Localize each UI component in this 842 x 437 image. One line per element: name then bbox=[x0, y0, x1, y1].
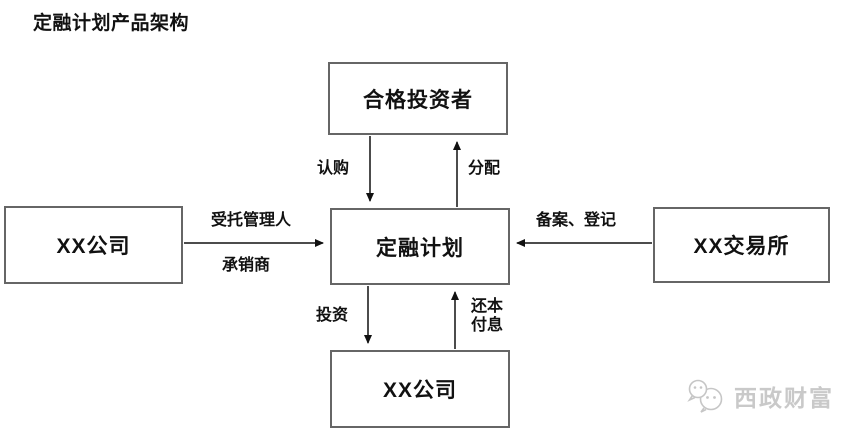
watermark: 西政财富 bbox=[685, 379, 834, 413]
node-label: XX交易所 bbox=[693, 235, 790, 258]
node-exchange: XX交易所 bbox=[653, 207, 830, 283]
edge-label-repay-line1: 还本 bbox=[471, 298, 504, 315]
edge-label-repay: 还本 付息 bbox=[471, 297, 503, 335]
edge-label-distribute: 分配 bbox=[468, 160, 501, 177]
wechat-icon bbox=[687, 379, 723, 413]
watermark-text: 西政财富 bbox=[734, 385, 834, 411]
node-financing-plan: 定融计划 bbox=[330, 208, 510, 285]
edge-label-subscribe: 认购 bbox=[317, 160, 350, 177]
edge-label-underwriter: 承销商 bbox=[222, 257, 271, 274]
edge-label-filing: 备案、登记 bbox=[536, 212, 617, 229]
node-qualified-investors: 合格投资者 bbox=[328, 62, 508, 135]
edge-label-invest: 投资 bbox=[316, 307, 349, 324]
node-label: 定融计划 bbox=[376, 236, 464, 260]
page-title: 定融计划产品架构 bbox=[33, 13, 190, 34]
node-left-company: XX公司 bbox=[4, 206, 183, 284]
node-label: 合格投资者 bbox=[363, 88, 473, 112]
edge-label-repay-line2: 付息 bbox=[471, 317, 504, 334]
node-bottom-company: XX公司 bbox=[330, 350, 510, 428]
node-label: XX公司 bbox=[56, 235, 131, 258]
node-label: XX公司 bbox=[382, 379, 457, 402]
edge-label-trustee: 受托管理人 bbox=[211, 212, 292, 229]
